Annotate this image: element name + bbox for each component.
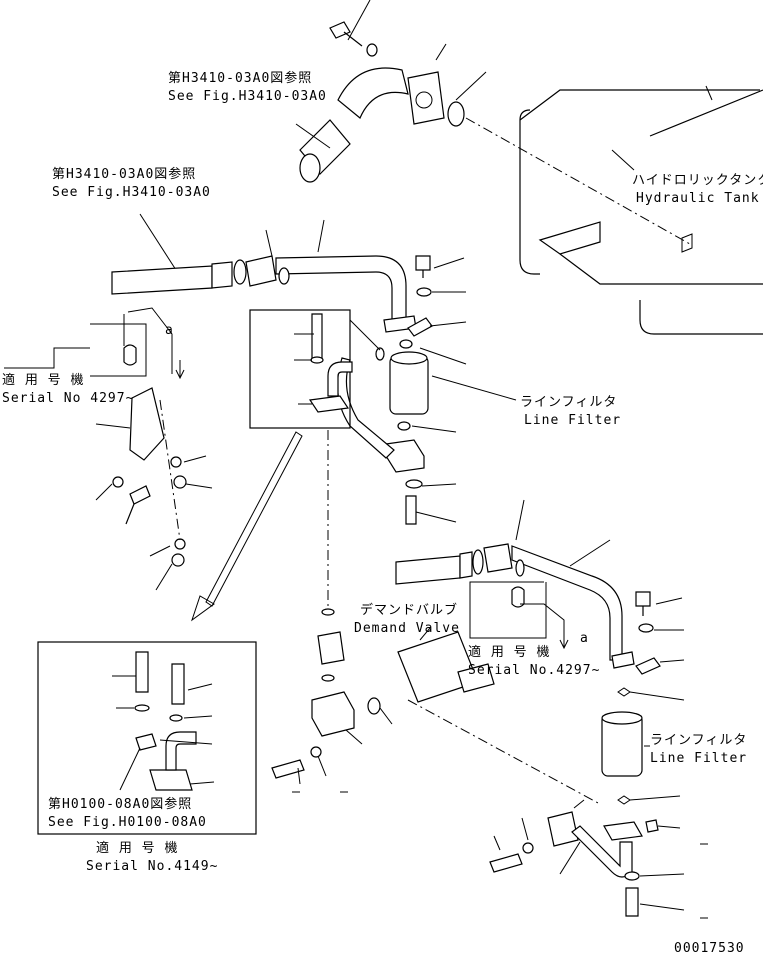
serial-box-en: Serial No.4149~ [86,859,218,874]
lower-hose-pipe [395,499,635,669]
ref-box-en: See Fig.H0100-08A0 [48,815,207,830]
upper-bolt-stack [407,255,467,365]
big-arrow [191,431,303,622]
right-serial-inset [469,581,569,650]
hydraulic-tank [465,85,763,335]
demand-valve-en: Demand Valve [354,621,460,636]
ref-mid-jp: 第H3410-03A0図参照 [52,166,196,182]
serial-left-jp: 適 用 号 機 [2,372,84,388]
left-bracket-assembly [4,307,213,591]
line-filter-1 [336,339,517,525]
ref-mid-en: See Fig.H3410-03A0 [52,185,211,200]
line-filter-2-jp: ラインフィルタ [650,733,747,748]
line-filter-1-en: Line Filter [524,413,621,428]
tank-label-en: Hydraulic Tank [636,191,760,206]
top-elbow-assembly [295,0,487,183]
ref-top-en: See Fig.H3410-03A0 [168,89,327,104]
callout-a-right: a [580,631,589,646]
serial-right-jp: 適 用 号 機 [468,644,550,660]
line-filter-1-jp: ラインフィルタ [520,395,617,410]
serial-box-jp: 適 用 号 機 [96,840,178,856]
serial-right-en: Serial No.4297~ [468,663,600,678]
inset-box-mid [249,309,381,429]
inset-box-lower [37,641,257,835]
lower-bolt-stack [617,591,685,701]
demand-valve-jp: デマンドバルブ [360,602,458,618]
serial-left-en: Serial No 4297~ [2,391,134,406]
ref-top-jp: 第H3410-03A0図参照 [168,70,312,86]
drawing-number: 00017530 [674,941,745,956]
tank-label-jp: ハイドロリックタンク [632,173,763,188]
upper-hose-pipe [111,219,417,333]
ref-box-jp: 第H0100-08A0図参照 [48,796,192,812]
demand-valve-group [271,608,601,805]
line-filter-2-en: Line Filter [650,751,747,766]
line-filter-2 [489,711,708,919]
callout-a-left: a [165,323,174,338]
